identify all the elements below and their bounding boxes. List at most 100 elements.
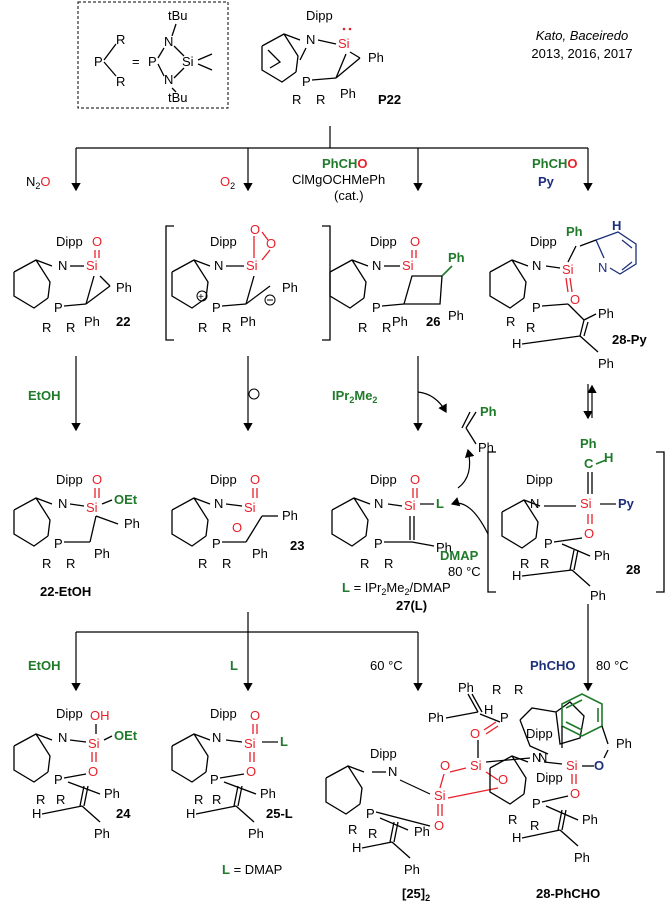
svg-text:DMAP: DMAP bbox=[440, 548, 479, 563]
svg-text:Si: Si bbox=[88, 736, 100, 751]
svg-text:R: R bbox=[384, 556, 393, 571]
svg-text:R: R bbox=[526, 320, 535, 335]
svg-text:Dipp: Dipp bbox=[370, 746, 397, 761]
svg-text:R: R bbox=[530, 818, 539, 833]
legend-lhs-r-top: R bbox=[116, 32, 125, 47]
svg-text:O: O bbox=[498, 772, 508, 787]
svg-text:PhCHO: PhCHO bbox=[532, 156, 578, 171]
p22-r2: R bbox=[316, 92, 325, 107]
svg-text:R: R bbox=[514, 682, 523, 697]
reagent-phcho-py: PhCHO Py bbox=[532, 156, 578, 189]
svg-text:Ph: Ph bbox=[478, 440, 494, 455]
compound-label-28-phcho: 28-PhCHO bbox=[536, 886, 600, 901]
legend-equals: = bbox=[132, 54, 140, 69]
molecule-27-l: Dipp N Si O L P Ph R R L = IPr2Me2/DMAP … bbox=[331, 472, 452, 613]
legend-rhs-n-top: N bbox=[164, 34, 173, 49]
svg-text:P: P bbox=[544, 536, 553, 551]
svg-text:Dipp: Dipp bbox=[210, 472, 237, 487]
svg-text:Ph: Ph bbox=[392, 314, 408, 329]
molecule-28-py: Ph H Dipp N Si O N P Ph H Ph R R 28-Py bbox=[489, 218, 647, 371]
svg-text:Ph: Ph bbox=[566, 224, 583, 239]
temp-80-bottom: 80 °C bbox=[596, 658, 629, 673]
svg-text:O: O bbox=[570, 292, 580, 307]
svg-text:Si: Si bbox=[246, 258, 258, 273]
svg-text:PhCHO: PhCHO bbox=[322, 156, 368, 171]
svg-text:H: H bbox=[484, 702, 493, 717]
svg-text:O: O bbox=[570, 786, 580, 801]
svg-text:OEt: OEt bbox=[114, 728, 138, 743]
compound-label-27-l: 27(L) bbox=[396, 598, 427, 613]
svg-text:N: N bbox=[212, 730, 221, 745]
svg-text:Ph: Ph bbox=[116, 280, 132, 295]
svg-text:N: N bbox=[598, 260, 607, 275]
svg-text:O: O bbox=[594, 758, 604, 773]
reagent-l: L bbox=[230, 658, 238, 673]
legend-box: P R R = P N N Si tBu tBu bbox=[77, 1, 229, 109]
svg-text:N2O: N2O bbox=[26, 174, 51, 191]
citation-years: 2013, 2016, 2017 bbox=[531, 46, 632, 61]
svg-text:Si: Si bbox=[470, 758, 482, 773]
molecule-23: Dipp N Si O O P Ph Ph R R 23 bbox=[171, 472, 304, 571]
svg-text:Ph: Ph bbox=[282, 508, 298, 523]
svg-text:N: N bbox=[532, 258, 541, 273]
svg-text:R: R bbox=[222, 556, 231, 571]
reagent-phcho-clmg: PhCHO ClMgOCHMePh (cat.) bbox=[292, 156, 385, 203]
svg-text:R: R bbox=[56, 792, 65, 807]
svg-text:P: P bbox=[532, 300, 541, 315]
svg-text:Si: Si bbox=[244, 500, 256, 515]
svg-text:Ph: Ph bbox=[282, 280, 298, 295]
svg-text:Py: Py bbox=[618, 496, 635, 511]
compound-label-22: 22 bbox=[116, 314, 130, 329]
svg-text:Si: Si bbox=[434, 788, 446, 803]
svg-text:Ph: Ph bbox=[240, 314, 256, 329]
svg-text:Si: Si bbox=[580, 496, 592, 511]
svg-text:R: R bbox=[520, 556, 529, 571]
svg-text:Dipp: Dipp bbox=[530, 234, 557, 249]
svg-text:H: H bbox=[612, 218, 621, 233]
svg-text:N: N bbox=[388, 764, 397, 779]
svg-text:Ph: Ph bbox=[590, 588, 606, 603]
legend-tbu-bottom: tBu bbox=[168, 90, 188, 105]
compound-label-23: 23 bbox=[290, 538, 304, 553]
molecule-24: Dipp N Si OH OEt O P Ph H Ph R R 24 bbox=[13, 706, 138, 841]
svg-text:R: R bbox=[360, 556, 369, 571]
svg-text:Ph: Ph bbox=[598, 356, 614, 371]
svg-text:O: O bbox=[250, 708, 260, 723]
svg-text:L = DMAP: L = DMAP bbox=[222, 862, 282, 877]
svg-text:Ph: Ph bbox=[428, 710, 444, 725]
legend-rhs-n-bottom: N bbox=[164, 72, 173, 87]
svg-text:Si: Si bbox=[566, 758, 578, 773]
svg-text:Py: Py bbox=[538, 174, 555, 189]
reagent-o2: O2 bbox=[220, 174, 235, 191]
svg-text:N: N bbox=[538, 750, 547, 765]
svg-text:Ph: Ph bbox=[94, 546, 110, 561]
svg-text:R: R bbox=[198, 320, 207, 335]
svg-text:O: O bbox=[92, 234, 102, 249]
svg-text:Ph: Ph bbox=[458, 680, 474, 695]
svg-text:R: R bbox=[540, 556, 549, 571]
svg-text:P: P bbox=[500, 710, 509, 725]
svg-text:O: O bbox=[88, 764, 98, 779]
reagent-etoh: EtOH bbox=[28, 388, 61, 403]
legend-lhs-p: P bbox=[94, 54, 103, 69]
svg-text:Ph: Ph bbox=[448, 250, 465, 265]
p22-dipp: Dipp bbox=[306, 8, 333, 23]
compound-label-25-l: 25-L bbox=[266, 806, 293, 821]
svg-text:R: R bbox=[492, 682, 501, 697]
svg-text:Ph: Ph bbox=[480, 404, 497, 419]
svg-text:O: O bbox=[92, 472, 102, 487]
svg-text:Dipp: Dipp bbox=[56, 706, 83, 721]
svg-text:O: O bbox=[410, 472, 420, 487]
svg-text:Dipp: Dipp bbox=[210, 234, 237, 249]
svg-text:H: H bbox=[32, 806, 41, 821]
svg-text:Ph: Ph bbox=[260, 786, 276, 801]
compound-label-p22: P22 bbox=[378, 92, 401, 107]
compound-label-28: 28 bbox=[626, 562, 640, 577]
svg-text:C: C bbox=[584, 456, 594, 471]
svg-text:Si: Si bbox=[562, 262, 574, 277]
svg-text:N: N bbox=[58, 496, 67, 511]
legend-rhs-p: P bbox=[148, 54, 157, 69]
svg-text:O: O bbox=[584, 526, 594, 541]
p22-n: N bbox=[306, 32, 315, 47]
svg-text:R: R bbox=[66, 556, 75, 571]
